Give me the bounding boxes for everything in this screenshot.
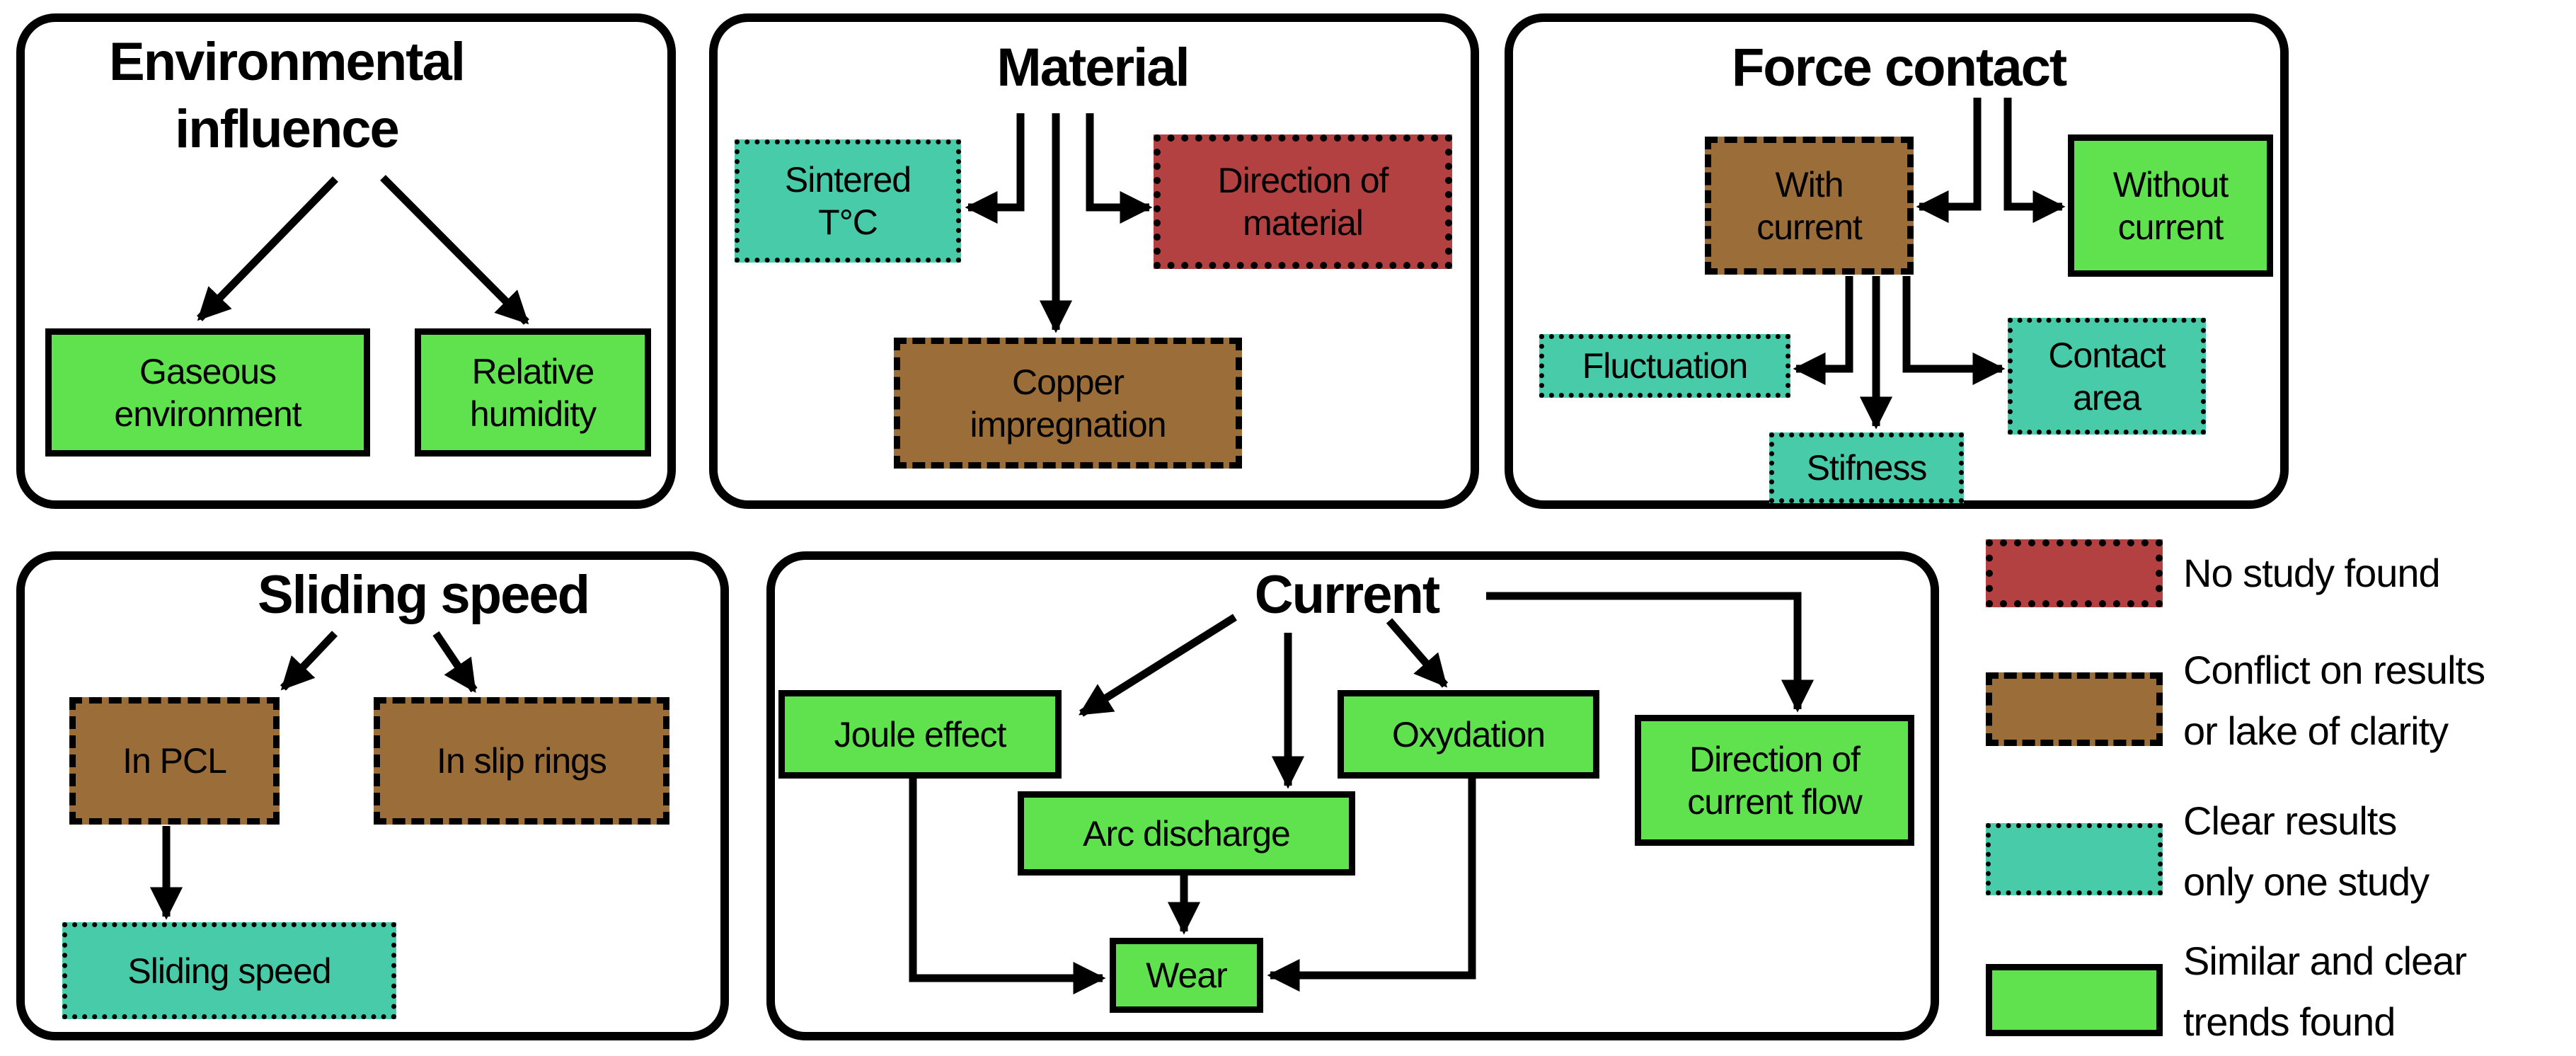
node-sintered-tc: Sintered T°C (735, 139, 961, 263)
node-joule-effect: Joule effect (778, 690, 1062, 779)
node-oxydation: Oxydation (1338, 690, 1599, 779)
node-direction-of-current-flow: Direction of current flow (1635, 715, 1914, 846)
node-in-slip-rings: In slip rings (374, 697, 669, 825)
title-material: Material (996, 38, 1190, 98)
title-current: Current (1254, 565, 1440, 625)
node-wear: Wear (1110, 938, 1263, 1013)
legend-label-similar-clear: Similar and clear trends found (2183, 939, 2467, 1044)
legend-label-conflict: Conflict on results or lake of clarity (2183, 648, 2485, 753)
node-sliding-speed: Sliding speed (62, 922, 396, 1019)
node-contact-area: Contact area (2008, 318, 2206, 435)
node-in-pcl: In PCL (69, 697, 280, 825)
node-arc-discharge: Arc discharge (1018, 791, 1355, 876)
legend-label-no-study: No study found (2183, 551, 2441, 595)
node-with-current: With current (1705, 137, 1914, 275)
node-direction-of-material: Direction of material (1154, 134, 1452, 269)
node-fluctuation: Fluctuation (1539, 334, 1790, 398)
node-copper-impregnation: Copper impregnation (894, 338, 1242, 469)
legend-swatch-one-study (1986, 823, 2163, 895)
legend-swatch-conflict (1986, 672, 2163, 746)
title-sliding-speed: Sliding speed (257, 565, 590, 625)
node-stifness: Stifness (1769, 432, 1964, 503)
node-gaseous-environment: Gaseous environment (45, 328, 370, 457)
node-without-current: Without current (2068, 134, 2273, 277)
legend-swatch-no-study (1986, 539, 2163, 607)
title-force-contact: Force contact (1731, 38, 2067, 98)
node-relative-humidity: Relative humidity (415, 328, 651, 457)
legend-swatch-similar-clear (1986, 964, 2163, 1036)
legend-label-one-study: Clear results only one study (2183, 798, 2430, 904)
title-environmental-influence: Environmental influence (109, 32, 466, 159)
